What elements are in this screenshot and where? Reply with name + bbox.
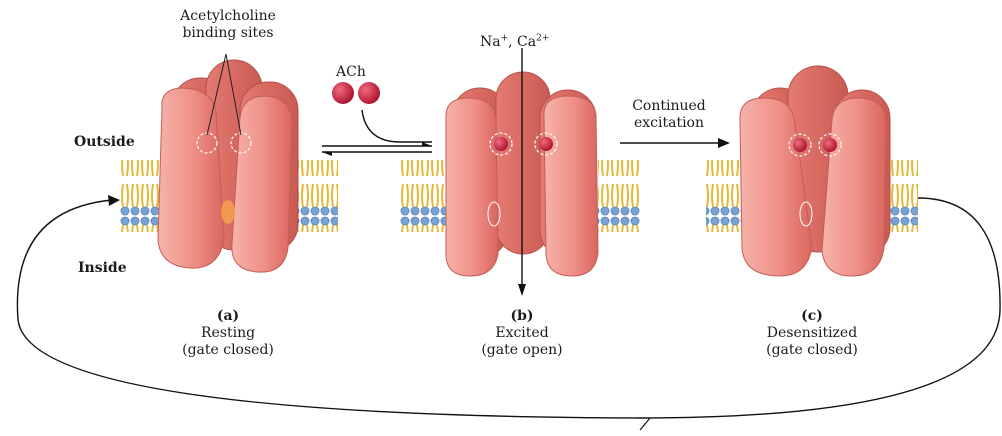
channel-resting <box>158 60 298 272</box>
loop-tick <box>640 418 650 430</box>
outside-label: Outside <box>74 134 135 151</box>
ach-molecules <box>332 82 380 104</box>
state-gate: (gate open) <box>462 342 582 359</box>
ion-na: Na <box>480 34 501 50</box>
state-caption-b: (b) Excited (gate open) <box>462 308 582 359</box>
state-letter: (b) <box>462 308 582 325</box>
ion-separator: , Ca <box>508 34 536 50</box>
inside-label: Inside <box>78 260 127 277</box>
state-name: Excited <box>462 325 582 342</box>
continued-line2: excitation <box>614 115 724 132</box>
state-caption-a: (a) Resting (gate closed) <box>168 308 288 359</box>
continued-line1: Continued <box>614 98 724 115</box>
ach-label: ACh <box>336 64 366 81</box>
state-letter: (a) <box>168 308 288 325</box>
ach-molecule <box>332 82 354 104</box>
membrane-segment <box>598 160 640 232</box>
ach-binding-arrow <box>362 110 432 142</box>
membrane-segment <box>400 160 450 232</box>
continued-excitation-label: Continued excitation <box>614 98 724 132</box>
ach-molecule <box>358 82 380 104</box>
binding-sites-line2: binding sites <box>168 25 288 42</box>
state-gate: (gate closed) <box>752 342 872 359</box>
binding-sites-label: Acetylcholine binding sites <box>168 8 288 42</box>
channel-desensitized <box>740 66 890 276</box>
state-letter: (c) <box>752 308 872 325</box>
state-gate: (gate closed) <box>168 342 288 359</box>
state-name: Desensitized <box>752 325 872 342</box>
state-caption-c: (c) Desensitized (gate closed) <box>752 308 872 359</box>
binding-sites-line1: Acetylcholine <box>168 8 288 25</box>
state-name: Resting <box>168 325 288 342</box>
ion-label: Na+, Ca2+ <box>480 34 549 51</box>
ion-ca-charge: 2+ <box>536 33 549 43</box>
